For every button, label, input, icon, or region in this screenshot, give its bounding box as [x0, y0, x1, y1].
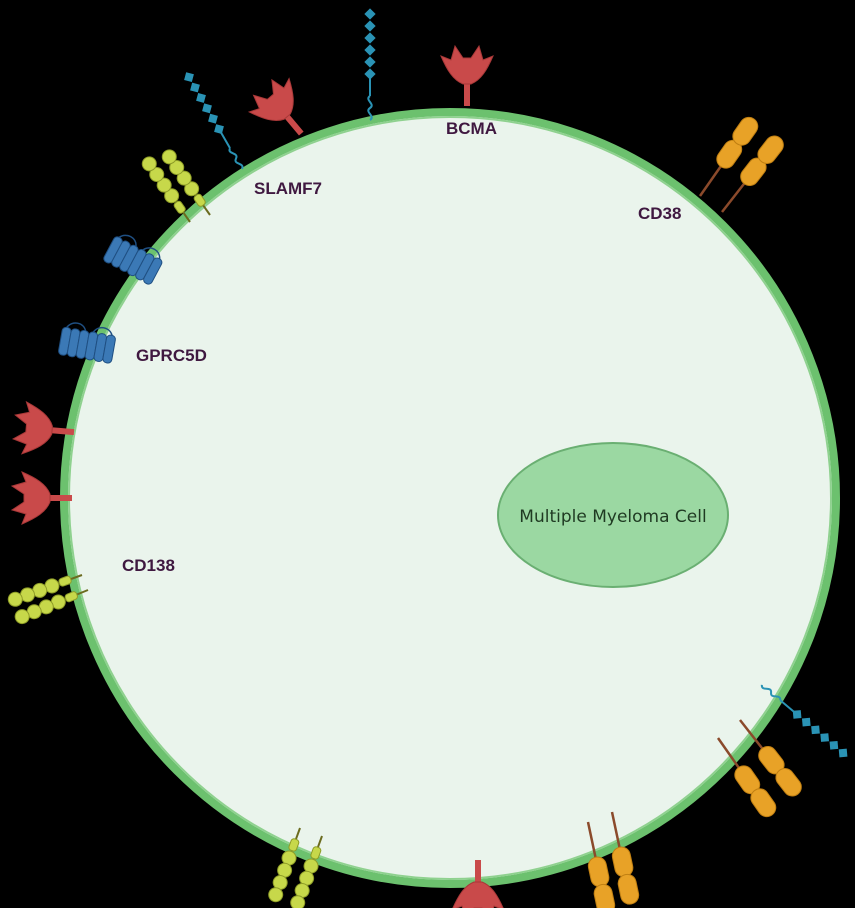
nucleus — [497, 442, 729, 588]
nucleus-label: Multiple Myeloma Cell — [519, 507, 706, 527]
slamf7-receptor — [180, 68, 248, 173]
bcma-receptor — [440, 45, 494, 107]
bcma-label: BCMA — [446, 119, 497, 138]
cd38-label: CD38 — [638, 204, 681, 223]
slamf7-label: SLAMF7 — [254, 179, 322, 198]
gprc5d-label: GPRC5D — [136, 346, 207, 365]
slamf7-receptor — [363, 7, 377, 121]
cd38-receptor — [691, 112, 763, 203]
cd138-label: CD138 — [122, 556, 175, 575]
